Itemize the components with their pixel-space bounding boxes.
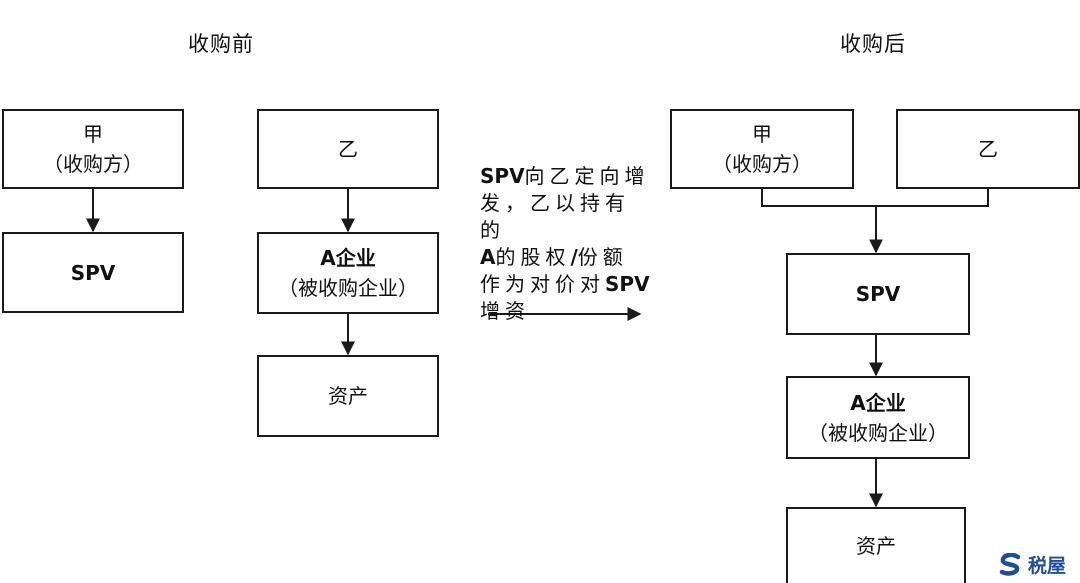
jia-label: 甲 xyxy=(83,122,103,146)
transaction-note: SPV向乙定向增 发，乙以持有的 A的股权/份额 作为对价对SPV 增资 xyxy=(480,164,650,323)
yi-box-after: 乙 xyxy=(896,109,1080,189)
spv-label: SPV xyxy=(70,260,116,285)
jia-box-before: 甲 （收购方） xyxy=(2,109,184,189)
s-logo-icon xyxy=(999,552,1021,576)
a-company-label: A企业 xyxy=(850,390,906,415)
yi-box-before: 乙 xyxy=(257,109,439,189)
a-company-role: （被收购企业） xyxy=(278,276,418,300)
after-title: 收购后 xyxy=(840,32,906,56)
a-company-box-after: A企业 （被收购企业） xyxy=(786,376,970,459)
jia-box-after: 甲 （收购方） xyxy=(670,109,854,189)
yi-label: 乙 xyxy=(338,137,358,161)
assets-box-after: 资产 xyxy=(786,507,966,583)
jia-role: （收购方） xyxy=(712,152,812,176)
a-company-role: （被收购企业） xyxy=(808,420,948,445)
watermark-text: 税屋 xyxy=(1028,555,1067,577)
assets-label: 资产 xyxy=(856,534,896,558)
assets-label: 资产 xyxy=(328,384,368,408)
note-spv-2: SPV xyxy=(605,272,650,296)
spv-box-before: SPV xyxy=(2,232,184,313)
spv-box-after: SPV xyxy=(786,253,970,335)
before-title: 收购前 xyxy=(188,32,254,56)
a-company-label: A企业 xyxy=(320,246,376,270)
spv-label: SPV xyxy=(855,282,901,306)
a-company-box-before: A企业 （被收购企业） xyxy=(257,232,439,314)
jia-role: （收购方） xyxy=(43,152,143,176)
jia-label: 甲 xyxy=(752,122,772,146)
note-spv-1: SPV xyxy=(480,164,525,188)
bracket-jia-yi-after xyxy=(761,189,989,207)
yi-label: 乙 xyxy=(978,137,998,161)
assets-box-before: 资产 xyxy=(257,355,439,437)
watermark-logo: 税屋 xyxy=(998,551,1066,578)
